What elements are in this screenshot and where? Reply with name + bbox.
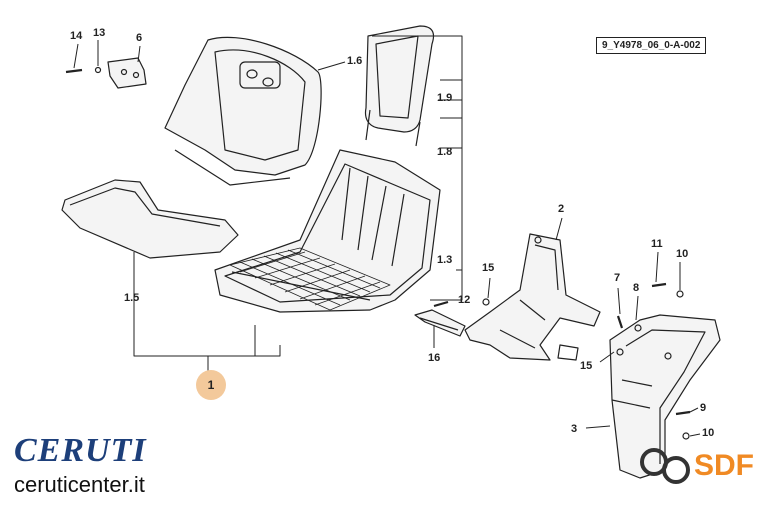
lever-strap [414,309,466,337]
seat-pan-frame [214,149,441,313]
callout-15-top[interactable]: 15 [482,262,495,274]
callout-3[interactable]: 3 [571,423,578,435]
cover-plate [107,57,147,89]
sdf-logo-text: SDF [694,449,754,482]
callout-1-5[interactable]: 1.5 [124,292,140,304]
callout-1-6[interactable]: 1.6 [347,55,363,67]
seat-cushion [61,179,239,259]
callout-1-9[interactable]: 1.9 [437,92,453,104]
callout-10-top[interactable]: 10 [676,248,689,260]
callout-11[interactable]: 11 [651,238,663,250]
brand-website[interactable]: ceruticenter.it [14,472,145,497]
support-bracket [464,233,601,361]
callout-1-8[interactable]: 1.8 [437,146,453,158]
sdf-logo-mark [640,448,690,484]
callout-14[interactable]: 14 [70,30,83,42]
leader-lines [73,35,701,437]
backrest-cushion [164,36,322,186]
hardware-fasteners [65,66,691,440]
callout-8[interactable]: 8 [633,282,640,294]
callout-10-bottom[interactable]: 10 [702,427,715,439]
drawing-code: 9_Y4978_06_0-A-002 [596,37,707,54]
callout-6[interactable]: 6 [136,32,143,44]
callout-9[interactable]: 9 [700,402,707,414]
headrest-panel [364,25,435,147]
brand-logo: CERUTI [14,432,147,469]
callout-13[interactable]: 13 [93,27,106,39]
callout-7[interactable]: 7 [614,272,621,284]
callout-15-bottom[interactable]: 15 [580,360,593,372]
pedestal-frame [609,314,721,479]
seat-mesh [229,247,391,311]
callout-2[interactable]: 2 [558,203,565,215]
callout-16[interactable]: 16 [428,352,441,364]
callout-1-3[interactable]: 1.3 [437,254,453,266]
main-assembly-badge[interactable]: 1 [196,370,226,400]
callout-12[interactable]: 12 [458,294,471,306]
